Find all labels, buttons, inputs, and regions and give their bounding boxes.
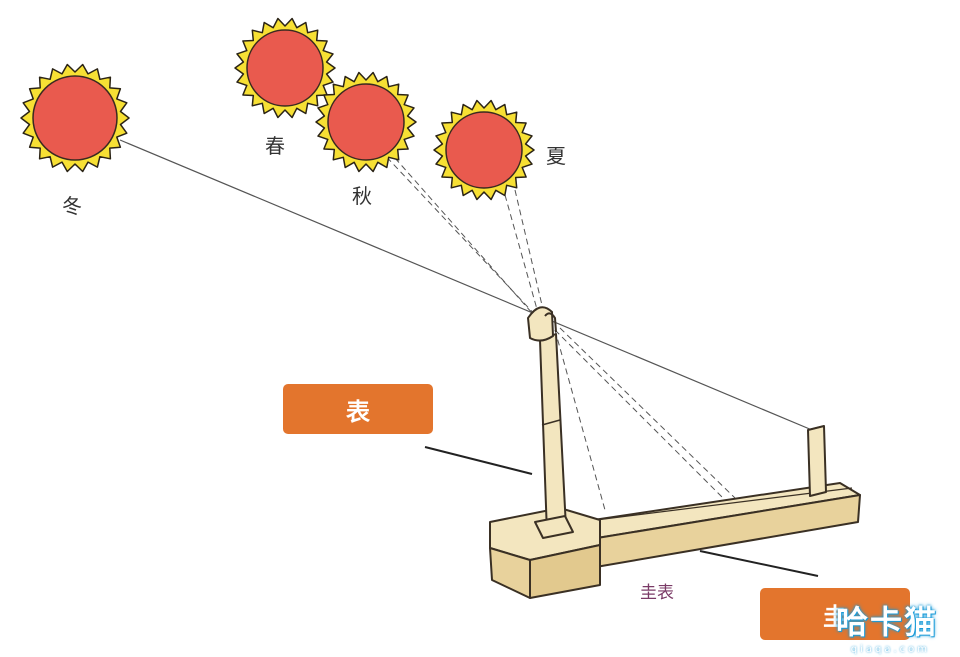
spring-label: 春 (265, 134, 285, 158)
equinox-shadow-ray-b (559, 327, 736, 499)
gui-callout-text: 圭 (823, 602, 847, 631)
spring-ray-a (379, 149, 541, 321)
equinox-shadow-ray-a (554, 329, 726, 501)
biao-leader-line (424, 446, 533, 475)
autumn-label: 秋 (352, 184, 372, 208)
summer-label: 夏 (546, 144, 566, 168)
light-rays (119, 139, 813, 511)
gui-callout: 圭 (760, 588, 910, 640)
biao-callout: 表 (283, 384, 433, 434)
biao-pole (527, 306, 574, 539)
autumn-sun (315, 71, 417, 173)
instrument-label: 圭表 (640, 583, 674, 603)
winter-sun (20, 63, 130, 173)
sun-core (246, 29, 324, 107)
spring-ray-b (394, 157, 541, 323)
sun-core (445, 111, 523, 189)
summer-shadow-ray (554, 329, 606, 511)
sun-core (327, 83, 405, 161)
summer-ray-b (514, 189, 546, 319)
gui-leader-line (699, 550, 819, 577)
sun-core (32, 75, 118, 161)
spring-sun (234, 17, 336, 119)
summer-sun (433, 99, 535, 201)
biao-callout-text: 表 (346, 397, 370, 426)
gui-base (489, 425, 861, 599)
watermark-logo: 哈卡猫 (835, 603, 938, 641)
winter-ray (119, 139, 813, 431)
watermark-url: qiaqa.com (850, 644, 930, 655)
summer-ray-a (504, 194, 541, 321)
winter-label: 冬 (62, 194, 82, 218)
